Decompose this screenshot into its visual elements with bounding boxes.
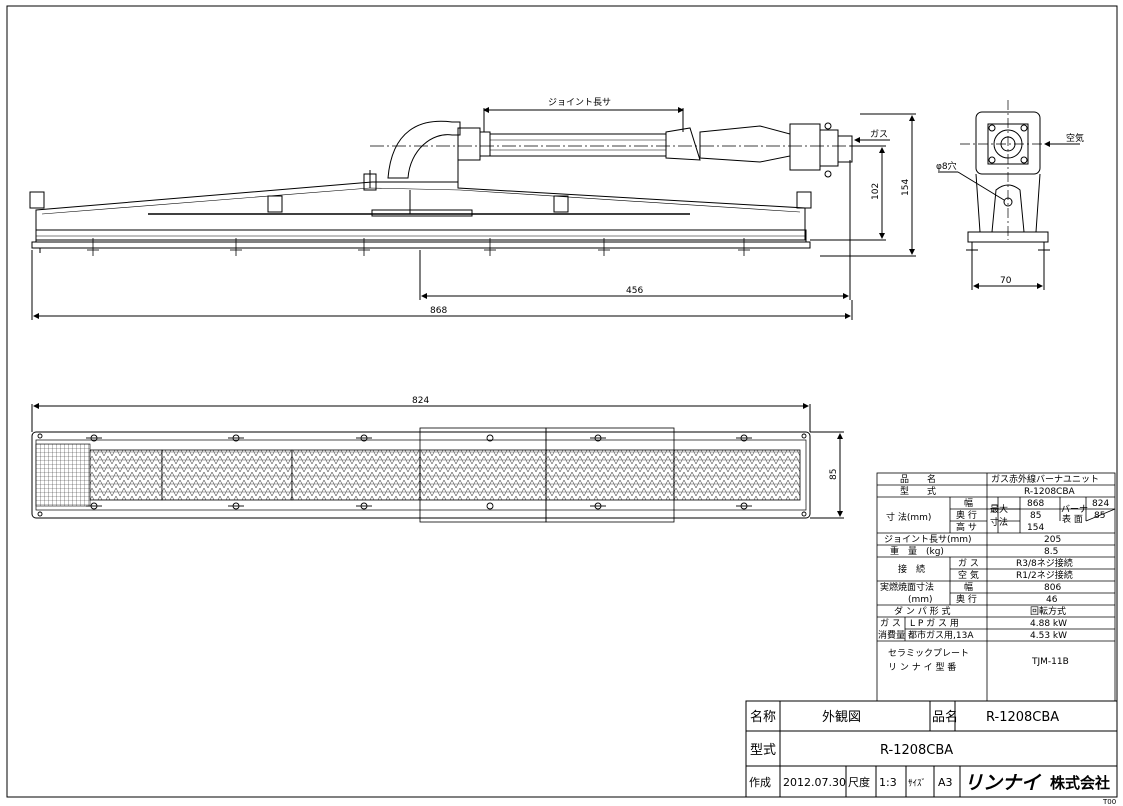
dim-85: 85 — [829, 469, 839, 480]
dim-868: 868 — [430, 306, 447, 316]
spec-conn-gas-label: ガ ス — [958, 558, 979, 569]
spec-max-label2: 寸法 — [990, 516, 1008, 528]
spec-ceramic-value: TJM-11B — [1031, 657, 1069, 667]
spec-combust-label2: (mm) — [908, 595, 933, 605]
spec-gas-label: ガ ス — [880, 618, 901, 629]
title-created-value: 2012.07.30 — [783, 776, 846, 789]
spec-combust-depth-label: 奥 行 — [956, 593, 977, 605]
joint-length-label: ジョイント長サ — [548, 97, 611, 108]
spec-joint-value: 205 — [1044, 535, 1061, 545]
company-logo: リンナイ — [964, 772, 1042, 794]
spec-model-label: 型 式 — [900, 485, 936, 497]
hole-label: φ8穴 — [936, 160, 957, 172]
side-view — [938, 100, 1080, 290]
company-suffix: 株式会社 — [1050, 774, 1110, 792]
spec-height-label: 高 サ — [956, 521, 977, 533]
spec-conn-air-label: 空 気 — [958, 569, 979, 581]
spec-combust-label: 実燃焼面寸法 — [880, 581, 934, 593]
dim-154: 154 — [901, 179, 911, 196]
dim-456: 456 — [626, 286, 643, 296]
spec-combust-depth-value: 46 — [1046, 595, 1058, 605]
spec-product-name-label: 品 名 — [900, 473, 936, 485]
title-model-value: R-1208CBA — [880, 743, 953, 758]
spec-max-height: 154 — [1027, 523, 1044, 533]
sheet-code: T00 — [1102, 798, 1116, 806]
spec-max-depth: 85 — [1030, 511, 1041, 521]
title-model-label: 型式 — [750, 743, 776, 758]
title-texts: 名称 外観図 品名 R-1208CBA 型式 R-1208CBA 作成 2012… — [749, 709, 1116, 806]
title-size-value: A3 — [938, 776, 953, 789]
front-view — [29, 107, 916, 320]
spec-width-label: 幅 — [964, 497, 973, 509]
spec-product-name-value: ガス赤外線バーナユニット — [991, 473, 1099, 485]
spec-burner-depth: 85 — [1094, 511, 1105, 521]
spec-combust-width-value: 806 — [1044, 583, 1061, 593]
spec-table — [876, 472, 1116, 702]
spec-model-value: R-1208CBA — [1024, 487, 1075, 497]
spec-city-label: 都市ガス用,13A — [908, 629, 974, 641]
spec-depth-label: 奥 行 — [956, 509, 977, 521]
plan-view — [31, 403, 844, 523]
title-product-label: 品名 — [932, 709, 958, 725]
spec-ceramic-label: セラミックプレート — [888, 648, 969, 659]
spec-burner-width: 824 — [1092, 499, 1109, 509]
spec-lp-label: L P ガ ス 用 — [910, 618, 959, 629]
spec-burner-label: バーナ — [1061, 504, 1088, 515]
sheet-border — [6, 5, 1118, 798]
title-scale-label: 尺度 — [848, 775, 870, 789]
spec-city-value: 4.53 kW — [1030, 631, 1067, 641]
spec-damper-label: ダ ン パ 形 式 — [894, 605, 950, 617]
air-label: 空気 — [1066, 132, 1084, 144]
spec-conn-gas-value: R3/8ネジ接続 — [1016, 557, 1073, 569]
spec-size-label: 寸 法(mm) — [886, 511, 931, 523]
title-name-label: 名称 — [750, 709, 776, 725]
spec-consumption-label: 消費量 — [878, 629, 905, 641]
spec-max-width: 868 — [1027, 499, 1044, 509]
spec-ceramic-label2: リ ン ナ イ 型 番 — [888, 661, 956, 673]
spec-conn-air-value: R1/2ネジ接続 — [1016, 569, 1073, 581]
spec-lp-value: 4.88 kW — [1030, 619, 1067, 629]
title-created-label: 作成 — [749, 776, 771, 789]
spec-damper-value: 回転方式 — [1030, 605, 1066, 617]
spec-weight-label: 重 量 (kg) — [890, 545, 944, 557]
dim-102: 102 — [871, 183, 881, 200]
spec-combust-width-label: 幅 — [964, 581, 973, 593]
spec-weight-value: 8.5 — [1044, 547, 1058, 557]
spec-surface-label: 表 面 — [1062, 513, 1083, 525]
spec-texts: 品 名 ガス赤外線バーナユニット 型 式 R-1208CBA 寸 法(mm) 幅… — [878, 473, 1109, 673]
title-scale-value: 1:3 — [879, 776, 897, 789]
spec-joint-label: ジョイント長サ(mm) — [884, 534, 972, 545]
dim-824: 824 — [412, 396, 429, 406]
title-block — [745, 700, 1118, 798]
spec-conn-label: 接 続 — [898, 563, 925, 575]
title-size-label: ｻｲｽﾞ — [908, 778, 926, 789]
dim-70: 70 — [1000, 276, 1012, 286]
title-product-value: R-1208CBA — [986, 710, 1059, 725]
title-name-value: 外観図 — [822, 710, 861, 725]
spec-max-label: 最大 — [990, 503, 1008, 515]
gas-label: ガス — [870, 129, 888, 140]
